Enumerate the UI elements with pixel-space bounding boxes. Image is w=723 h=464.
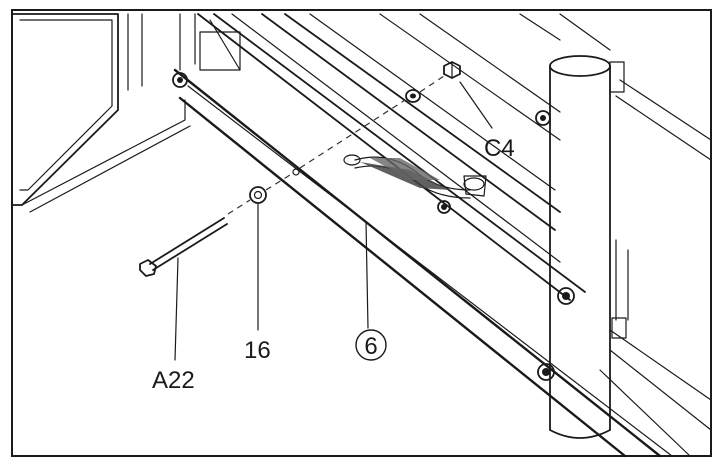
bolt-heads xyxy=(172,72,575,381)
upper-washer xyxy=(405,89,421,103)
spring xyxy=(343,154,487,199)
alignment-lines xyxy=(227,75,445,215)
vertical-post xyxy=(549,55,611,439)
label-a22: A22 xyxy=(152,367,195,394)
leader-c4 xyxy=(459,81,493,129)
left-panel xyxy=(11,13,191,213)
leader-a22 xyxy=(174,257,179,361)
nut-c4 xyxy=(443,61,461,79)
upper-rails xyxy=(197,13,611,301)
right-frame xyxy=(599,61,712,457)
label-c4: C4 xyxy=(484,135,515,162)
diagram-border xyxy=(11,9,712,457)
label-16: 16 xyxy=(244,337,271,364)
leader-lines xyxy=(174,81,493,361)
washer-16 xyxy=(249,186,267,204)
label-6: 6 xyxy=(364,333,377,360)
leader-6 xyxy=(365,221,369,329)
pin-a22 xyxy=(139,217,228,277)
label-6-circled: 6 xyxy=(355,329,387,361)
